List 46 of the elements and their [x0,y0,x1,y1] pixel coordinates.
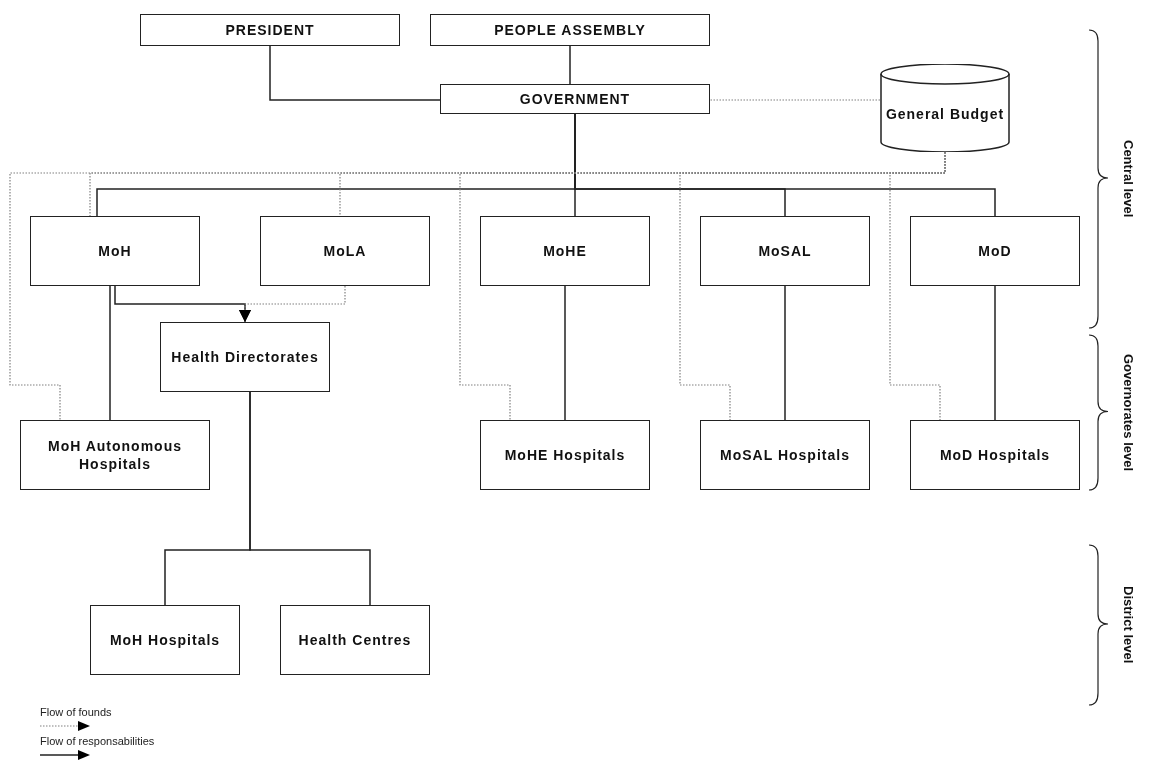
org-box [700,216,870,286]
connector-line [994,285,996,421]
node-label: MoSAL Hospitals [720,446,850,464]
dotted-connector [239,285,346,323]
org-box [480,216,650,286]
node-label: MoLA [323,242,367,260]
connector-line [569,45,571,85]
legend-text: Flow of founds [40,706,112,718]
org-box [700,420,870,490]
legend-text: Flow of responsabilities [40,735,155,747]
dotted-connector [709,99,881,101]
connector-line [564,285,566,421]
node-label: MoHE Hospitals [504,446,626,464]
node-label: PRESIDENT [225,21,315,39]
node-label: General Budget [885,105,1005,123]
org-box [480,420,650,490]
level-label: Central level [1120,139,1136,220]
org-box [90,605,240,675]
node-label: MoHE [543,242,587,260]
dotted-connector [889,151,946,421]
level-label: District level [1120,585,1136,666]
node-label: Health Directorates [171,348,319,366]
org-box [430,14,710,46]
connector-line [784,285,786,421]
node-label: GOVERNMENT [519,90,631,108]
org-box [910,420,1080,490]
connector-line [249,391,371,606]
org-box [440,84,710,114]
org-box [20,420,210,490]
node-label: PEOPLE ASSEMBLY [494,21,646,39]
node-label: Health Centres [298,631,412,649]
org-box [280,605,430,675]
node-label: MoH [98,242,132,260]
node-label: MoD [978,242,1012,260]
org-box [140,14,400,46]
node-label: MoSAL [758,242,812,260]
node-label: MoH Hospitals [109,631,221,649]
level-label: Governorates level [1120,352,1136,474]
node-label: MoH Autonomous Hospitals [47,437,183,473]
node-label: MoD Hospitals [939,446,1051,464]
org-box [260,216,430,286]
org-box [910,216,1080,286]
org-box [30,216,200,286]
connector-line [109,285,111,421]
connector-line [269,45,441,101]
org-box [160,322,330,392]
